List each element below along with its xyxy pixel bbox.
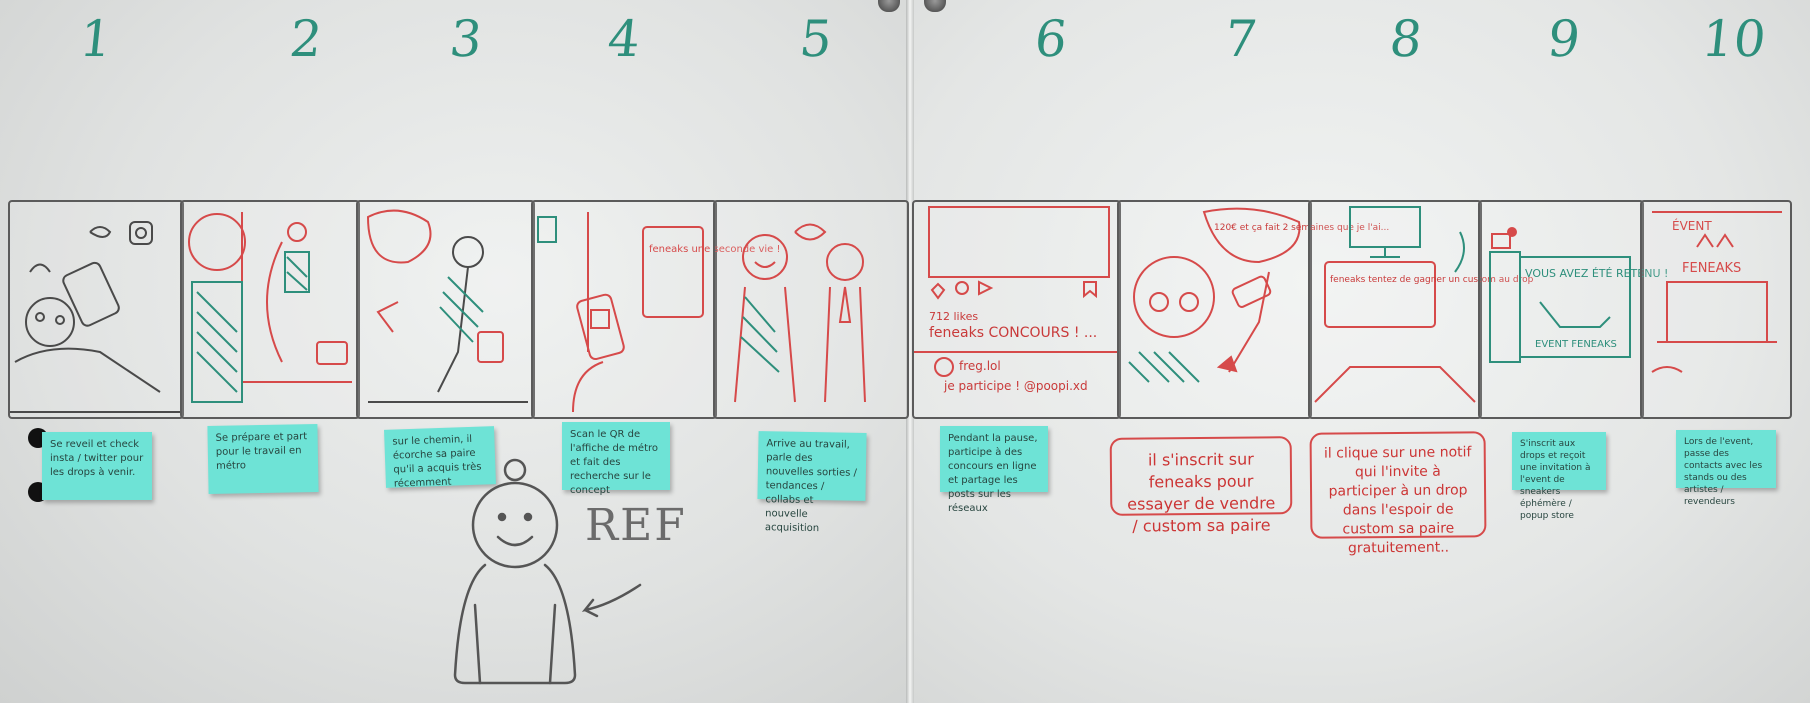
event-label: EVENT FENEAKS	[1535, 339, 1617, 350]
comment-text: je participe ! @poopi.xd	[943, 379, 1088, 393]
sticky-note-7: S'inscrit aux drops et reçoit une invita…	[1512, 432, 1606, 521]
step-number-1: 1	[76, 10, 115, 68]
sketch-notification: feneaks tentez de gagner un custom au dr…	[1314, 206, 1534, 403]
board-seam	[906, 0, 914, 703]
sketch-leaving-for-work	[188, 212, 352, 403]
sticky-note-8: Lors de l'event, passe des contacts avec…	[1676, 430, 1776, 507]
event-title: ÉVENT	[1672, 218, 1712, 233]
step-number-2: 2	[286, 10, 325, 68]
storyboard-panel-8: feneaks tentez de gagner un custom au dr…	[1308, 200, 1534, 419]
step-number-4: 4	[604, 10, 643, 68]
storyboard-panel-7: 120€ et ça fait 2 semaines que je l'ai..…	[1117, 200, 1389, 419]
sticky-note-5: Arrive au travail, parle des nouvelles s…	[757, 431, 867, 534]
sticky-note-2: Se prépare et part pour le travail en mé…	[207, 424, 319, 494]
step-number-5: 5	[796, 10, 835, 68]
post-likes: 712 likes	[929, 310, 978, 323]
sketch-instagram-post: 712 likes feneaks CONCOURS ! ... freg.lo…	[914, 206, 1119, 393]
selected-text: VOUS AVEZ ÉTÉ RETENU !	[1525, 267, 1668, 280]
step-number-8: 8	[1386, 10, 1425, 68]
storyboard-panel-2	[180, 200, 360, 419]
step-number-9: 9	[1544, 10, 1583, 68]
sketch-thinking-sell: 120€ et ça fait 2 semaines que je l'ai..…	[1128, 207, 1389, 383]
storyboard-panel-4: feneaks une seconde vie !	[531, 200, 781, 419]
sticky-note-1: Se reveil et check insta / twitter pour …	[42, 432, 152, 500]
sticky-note-4: Scan le QR de l'affiche de métro et fait…	[562, 422, 670, 496]
step-number-3: 3	[446, 10, 485, 68]
sketch-colleagues-chat	[734, 223, 866, 403]
step-number-7: 7	[1221, 10, 1260, 68]
sketch-selected-email: VOUS AVEZ ÉTÉ RETENU ! EVENT FENEAKS	[1489, 227, 1668, 363]
post-caption: feneaks CONCOURS ! ...	[929, 325, 1097, 341]
notification-text: feneaks tentez de gagner un custom au dr…	[1330, 275, 1534, 285]
magnet	[878, 0, 900, 12]
storyboard-panel-6: 712 likes feneaks CONCOURS ! ... freg.lo…	[912, 200, 1121, 419]
sketch-event: ÉVENT FENEAKS	[1651, 211, 1782, 373]
sketch-damaged-sneakers	[366, 209, 528, 403]
ref-label: REF	[585, 500, 687, 551]
step-number-6: 6	[1031, 10, 1070, 68]
speech-bubble-text: 120€ et ça fait 2 semaines que je l'ai..…	[1214, 223, 1389, 233]
comment-user: freg.lol	[959, 359, 1001, 373]
sticky-note-6: Pendant la pause, participe à des concou…	[940, 426, 1048, 514]
red-note-2: il clique sur une notif qui l'invite à p…	[1309, 431, 1487, 556]
magnet	[924, 0, 946, 12]
sketch-qr-scan: feneaks une seconde vie !	[537, 212, 781, 413]
whiteboard-left	[0, 0, 910, 703]
storyboard-panel-10: ÉVENT FENEAKS	[1640, 200, 1792, 419]
sketch-waking-up	[10, 221, 180, 413]
storyboard-panel-9: VOUS AVEZ ÉTÉ RETENU ! EVENT FENEAKS	[1478, 200, 1668, 419]
red-note-1: il s'inscrit sur feneaks pour essayer de…	[1109, 436, 1293, 536]
storyboard-panel-1	[8, 200, 184, 419]
storyboard-panel-3	[356, 200, 535, 419]
storyboard-panel-5	[713, 200, 909, 419]
reference-character-sketch	[453, 458, 642, 685]
step-number-10: 10	[1698, 10, 1769, 68]
event-brand: FENEAKS	[1682, 261, 1741, 276]
